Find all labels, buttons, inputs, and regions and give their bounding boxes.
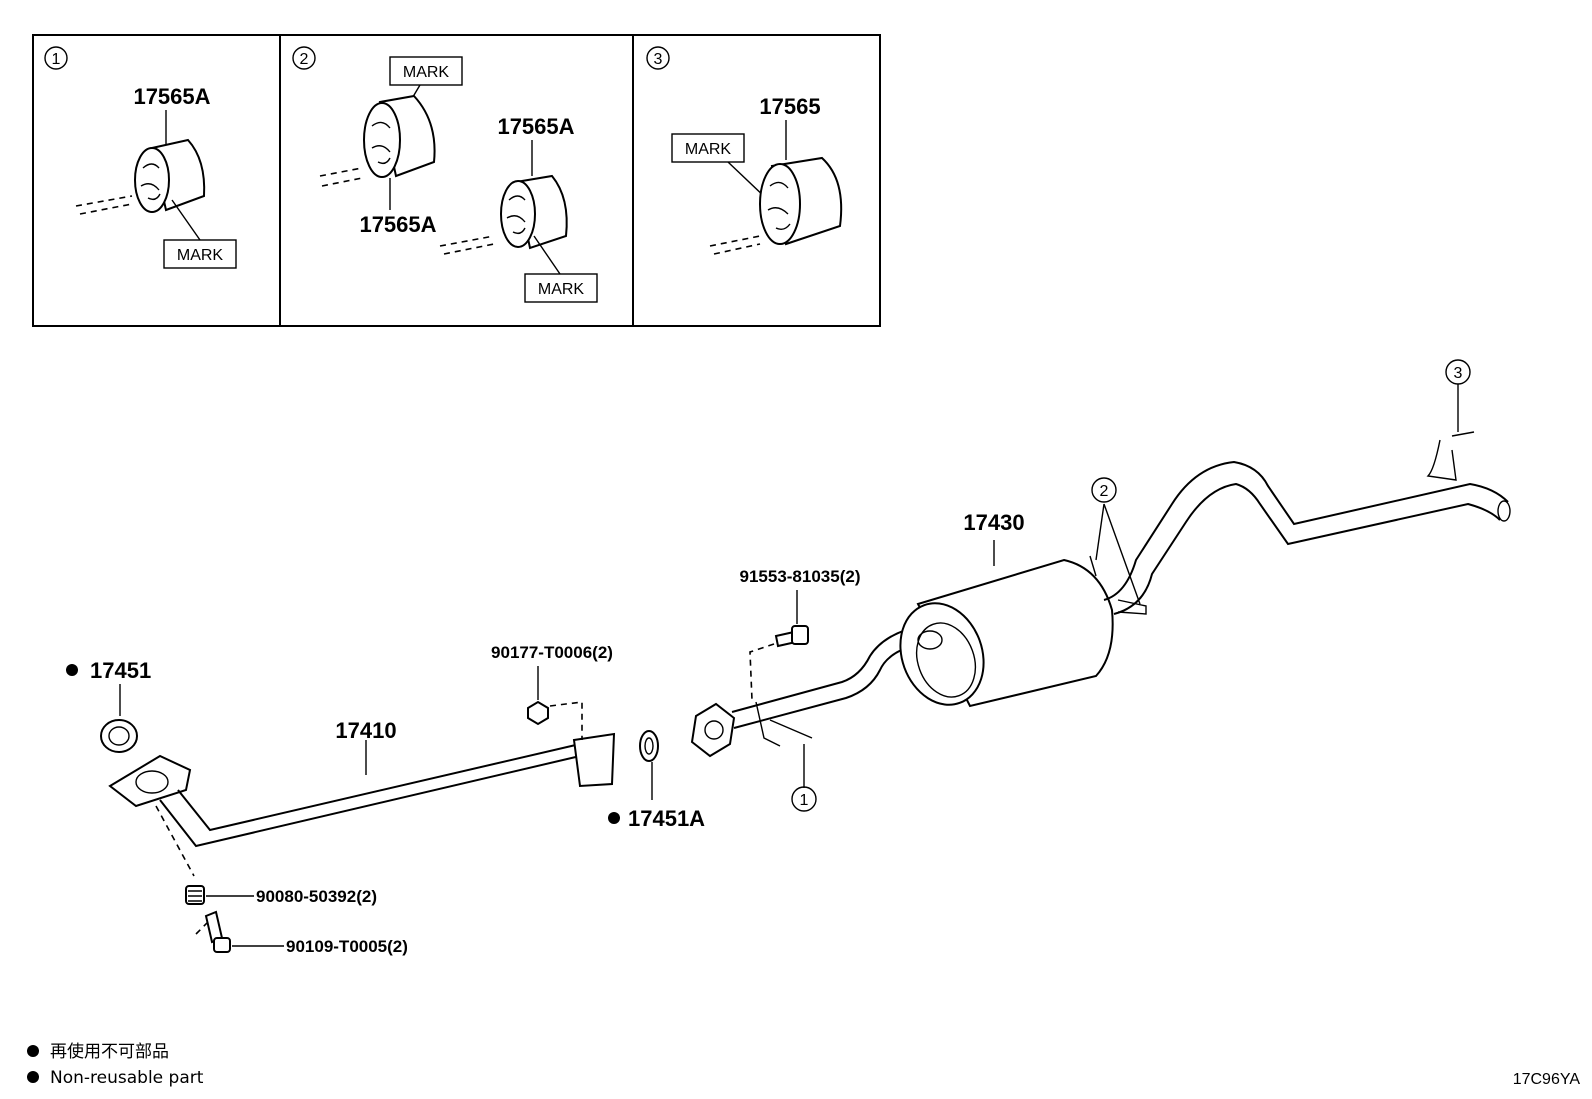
rubber-hanger-3 <box>759 156 843 246</box>
rear-gasket-label: 17451A <box>628 806 705 831</box>
mark-label-2b: MARK <box>538 281 585 298</box>
inset-2-number-circle <box>292 46 316 70</box>
non-reusable-dot-1 <box>66 664 78 676</box>
callout-2: 2 <box>1100 483 1109 500</box>
front-gasket: 17451 <box>66 658 151 753</box>
mark-box-2a <box>389 56 463 86</box>
rubber-hanger-2a <box>363 94 436 178</box>
non-reusable-dot-2 <box>608 812 620 824</box>
muffler-label: 17430 <box>963 510 1024 535</box>
callout-2-circle <box>1091 477 1117 503</box>
inset-3-number: 3 <box>654 51 663 68</box>
mark-box-3 <box>671 133 745 163</box>
mark-box-1 <box>163 239 237 269</box>
callout-1: 1 <box>800 792 809 809</box>
inset-2-part-bottom-label: 17565A <box>359 212 436 237</box>
tail-pipe-assembly: 1 17430 2 3 <box>690 359 1511 812</box>
inset-3: 3 17565 MARK <box>646 46 843 255</box>
spring: 90080-50392(2) <box>185 885 377 906</box>
inset-frame <box>32 34 881 327</box>
inset-1: 1 17565A MARK <box>44 46 237 269</box>
front-bolt-label: 90109-T0005(2) <box>286 937 408 956</box>
muffler-bolt: 91553-81035(2) <box>740 567 861 701</box>
callout-3: 3 <box>1454 365 1463 382</box>
inset-2-part-top-label: 17565A <box>497 114 574 139</box>
inset-1-number-circle <box>44 46 68 70</box>
inset-2: 2 MARK 17565A 17565A MARK <box>292 46 598 303</box>
legend-dot-jp <box>27 1045 39 1057</box>
callout-3-circle <box>1445 359 1471 385</box>
inset-1-part-label: 17565A <box>133 84 210 109</box>
rubber-hanger-2b <box>500 174 568 250</box>
legend-jp: 再使用不可部品 <box>50 1041 169 1062</box>
mark-label-2a: MARK <box>403 64 450 81</box>
diagram-code: 17C96YA <box>1513 1071 1581 1088</box>
mark-box-2b <box>524 273 598 303</box>
mark-label-1: MARK <box>177 247 224 264</box>
nut-top-label: 90177-T0006(2) <box>491 643 613 662</box>
front-bolt: 90109-T0005(2) <box>204 910 408 956</box>
inset-3-number-circle <box>646 46 670 70</box>
inset-3-part-label: 17565 <box>759 94 820 119</box>
front-gasket-label: 17451 <box>90 658 151 683</box>
front-pipe: 17410 <box>108 718 616 935</box>
rear-gasket: 17451A <box>608 730 705 831</box>
spring-label: 90080-50392(2) <box>256 887 377 906</box>
legend-en: Non-reusable part <box>50 1068 204 1088</box>
mark-label-3: MARK <box>685 141 732 158</box>
nut-top: 90177-T0006(2) <box>491 643 613 740</box>
muffler-bolt-label: 91553-81035(2) <box>740 567 861 586</box>
legend: 再使用不可部品 Non-reusable part <box>27 1041 204 1088</box>
legend-dot-en <box>27 1071 39 1083</box>
front-pipe-label: 17410 <box>335 718 396 743</box>
inset-1-number: 1 <box>52 51 61 68</box>
callout-1-circle <box>791 786 817 812</box>
rubber-hanger-1 <box>134 138 206 213</box>
inset-2-number: 2 <box>300 51 309 68</box>
